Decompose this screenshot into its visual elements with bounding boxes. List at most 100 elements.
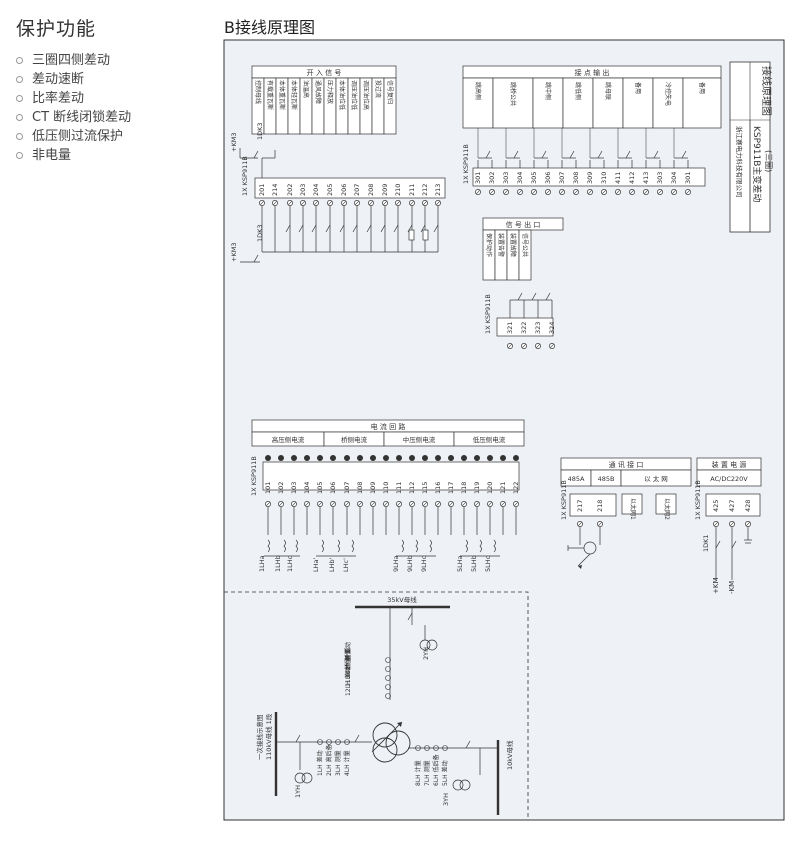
- input-col-label: 通风故障: [314, 80, 322, 104]
- transformer-winding-icon: [372, 737, 398, 763]
- section-title: 保护功能: [16, 18, 97, 40]
- terminal-number: 203: [299, 184, 307, 196]
- signal-col-label: 装置故障: [509, 233, 517, 257]
- top-ct-label: 11LH 计量: [344, 658, 352, 687]
- bus-110kv-label: 110kV母线 1段: [264, 713, 273, 760]
- terminal-number: 304: [670, 172, 678, 184]
- eth-port-label: 以太网1: [629, 498, 637, 520]
- terminal-dot-icon: [409, 455, 415, 461]
- power-rail-label: +KM: [712, 578, 720, 595]
- comm-col-label: 以 太 网: [644, 474, 668, 483]
- pt-icon: [452, 779, 464, 791]
- terminal-number: 213: [434, 184, 442, 196]
- input-col-label: 投过流: [374, 80, 382, 98]
- terminal-dot-icon: [357, 455, 363, 461]
- list-item: 低压侧过流保护: [16, 127, 206, 146]
- terminal-number: 208: [367, 184, 375, 196]
- input-col-label: 调压油位高: [362, 80, 370, 110]
- list-item: 三圈四侧差动: [16, 51, 206, 70]
- ct-label: 1LHb: [274, 555, 282, 572]
- terminal-number: 117: [447, 482, 455, 494]
- device-subtitle: (三圈): [764, 150, 773, 172]
- company-name: 浙江赛电力科技有限公司: [735, 126, 744, 198]
- terminal-number: 306: [544, 172, 552, 184]
- title-box-heading: 接线原理图: [760, 66, 773, 116]
- terminal-number: 106: [329, 482, 337, 494]
- comm-col-label: 485B: [598, 475, 615, 483]
- current-group-label: 桥侧电流: [341, 435, 368, 444]
- terminal-number: 302: [488, 172, 496, 184]
- output-col-label: 跳母联: [604, 82, 612, 100]
- output-col-label: 备用: [698, 82, 706, 94]
- terminal-strip-label: 1X KSP911B: [241, 156, 249, 196]
- ct-label: 5LHb: [470, 555, 478, 572]
- pt-left-label: 1YH: [294, 785, 302, 798]
- left-ct-label: 2LH 高后备: [325, 744, 333, 776]
- diagram-title: B接线原理图: [224, 18, 315, 37]
- top-ct-label: 桥差动: [344, 642, 352, 660]
- terminal-number: 205: [326, 184, 334, 196]
- ct-label: LHa': [312, 558, 320, 572]
- terminal-number: 112: [408, 482, 416, 494]
- terminal-number: 304: [516, 172, 524, 184]
- signal-col-label: 信号公共: [521, 233, 529, 257]
- ct-label: LHb': [328, 557, 336, 572]
- top-ct-label: 12LH 差动: [344, 667, 352, 696]
- transformer-winding-icon: [372, 722, 398, 748]
- terminal-dot-icon: [344, 455, 350, 461]
- terminal-number: 218: [596, 500, 604, 512]
- terminal-dot-icon: [513, 455, 519, 461]
- left-ct-label: 4LH 计量: [343, 750, 351, 776]
- terminal-number: 122: [512, 482, 520, 494]
- top-ct-label: 桥 备 后: [344, 647, 352, 669]
- current-group-label: 高压侧电流: [272, 435, 305, 444]
- output-col-label: 跳桥公共: [509, 82, 517, 106]
- terminal-dot-icon: [265, 455, 271, 461]
- terminal-number: 107: [343, 482, 351, 494]
- terminal-dot-icon: [448, 455, 454, 461]
- terminal-number: 322: [520, 322, 528, 334]
- bullet-icon: [16, 57, 23, 64]
- terminal-number: 301: [684, 172, 692, 184]
- terminal-number: 102: [277, 482, 285, 494]
- terminal-number: 310: [600, 172, 608, 184]
- terminal-strip-label: 1X KSP911B: [462, 144, 470, 184]
- input-col-label: 控制母线: [254, 80, 262, 104]
- input-col-label: 压力释放: [326, 80, 334, 104]
- current-group-label: 低压侧电流: [473, 435, 506, 444]
- ct-label: 5LHa: [456, 555, 464, 572]
- ct-label: 1LHa: [258, 555, 266, 572]
- power-voltage-label: AC/DC220V: [710, 475, 748, 483]
- list-item: 非电量: [16, 146, 206, 165]
- terminal-number: 323: [534, 322, 542, 334]
- terminal-number: 305: [530, 172, 538, 184]
- right-ct-label: 5LH 差动: [441, 760, 449, 786]
- bullet-icon: [16, 95, 23, 102]
- list-item: CT 断线闭锁差动: [16, 108, 206, 127]
- input-header-title: 开 入 信 号: [307, 68, 342, 77]
- primary-title: 一次接线示意图: [255, 715, 264, 761]
- ct-label: 9LHc: [420, 555, 428, 572]
- terminal-number: 303: [656, 172, 664, 184]
- terminal-number: 115: [421, 482, 429, 494]
- terminal-strip-label: 1X KSP911B: [694, 480, 702, 520]
- pt-right-label: 3YH: [442, 793, 450, 806]
- terminal-dot-icon: [461, 455, 467, 461]
- pt-icon: [426, 639, 438, 651]
- terminal-number: 301: [474, 172, 482, 184]
- terminal-number: 108: [356, 482, 364, 494]
- terminal-number: 309: [586, 172, 594, 184]
- relay-km3-label: +KM3: [230, 133, 238, 152]
- terminal-strip-label: 1X KSP911B: [484, 294, 492, 334]
- terminal-dot-icon: [487, 455, 493, 461]
- list-item: 差动速断: [16, 70, 206, 89]
- terminal-number: 101: [264, 482, 272, 494]
- terminal-number: 427: [728, 500, 736, 512]
- signal-col-label: 装置告警: [497, 233, 505, 257]
- ct-label: LHc': [342, 558, 350, 572]
